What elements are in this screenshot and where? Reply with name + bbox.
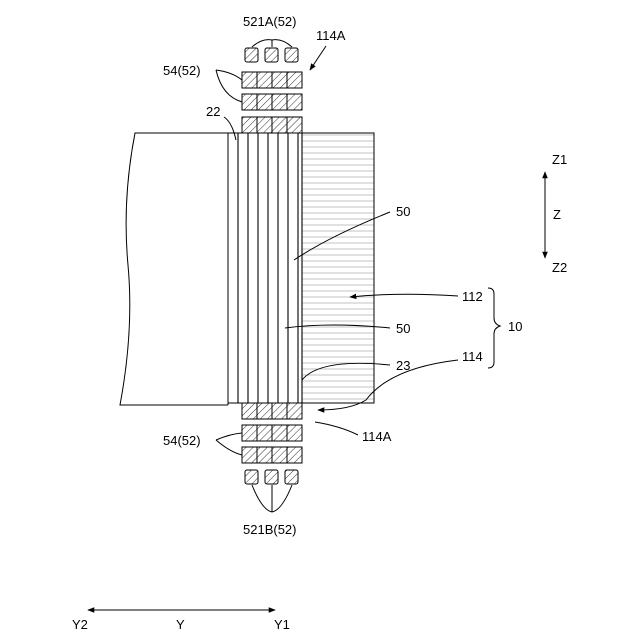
core-body: [120, 133, 228, 405]
label-54-top: 54(52): [163, 63, 201, 78]
axis-label-z2: Z2: [552, 260, 567, 275]
bottom-insulation-layers: [242, 425, 302, 463]
label-50-upper: 50: [396, 204, 410, 219]
bottom-end-block: [242, 403, 302, 419]
label-114a-top: 114A: [316, 28, 346, 43]
label-22: 22: [206, 104, 220, 119]
label-114: 114: [462, 349, 483, 364]
axis-label-z1: Z1: [552, 152, 567, 167]
top-insulation-layers: [242, 72, 302, 110]
top-end-block: [242, 117, 302, 133]
axis-label-y: Y: [176, 617, 185, 632]
plate-stack: [228, 133, 302, 403]
label-521b: 521B(52): [243, 522, 296, 537]
label-114a-bottom: 114A: [362, 429, 392, 444]
label-112: 112: [462, 289, 483, 304]
label-23: 23: [396, 358, 410, 373]
bottom-tabs: [245, 470, 298, 484]
region-112: [302, 133, 374, 403]
axis-label-y1: Y1: [274, 617, 290, 632]
axis-label-y2: Y2: [72, 617, 88, 632]
label-521a: 521A(52): [243, 14, 296, 29]
label-50-lower: 50: [396, 321, 410, 336]
top-tabs: [245, 48, 298, 62]
axis-label-z: Z: [553, 207, 561, 222]
label-10: 10: [508, 319, 522, 334]
label-54-bottom: 54(52): [163, 433, 201, 448]
